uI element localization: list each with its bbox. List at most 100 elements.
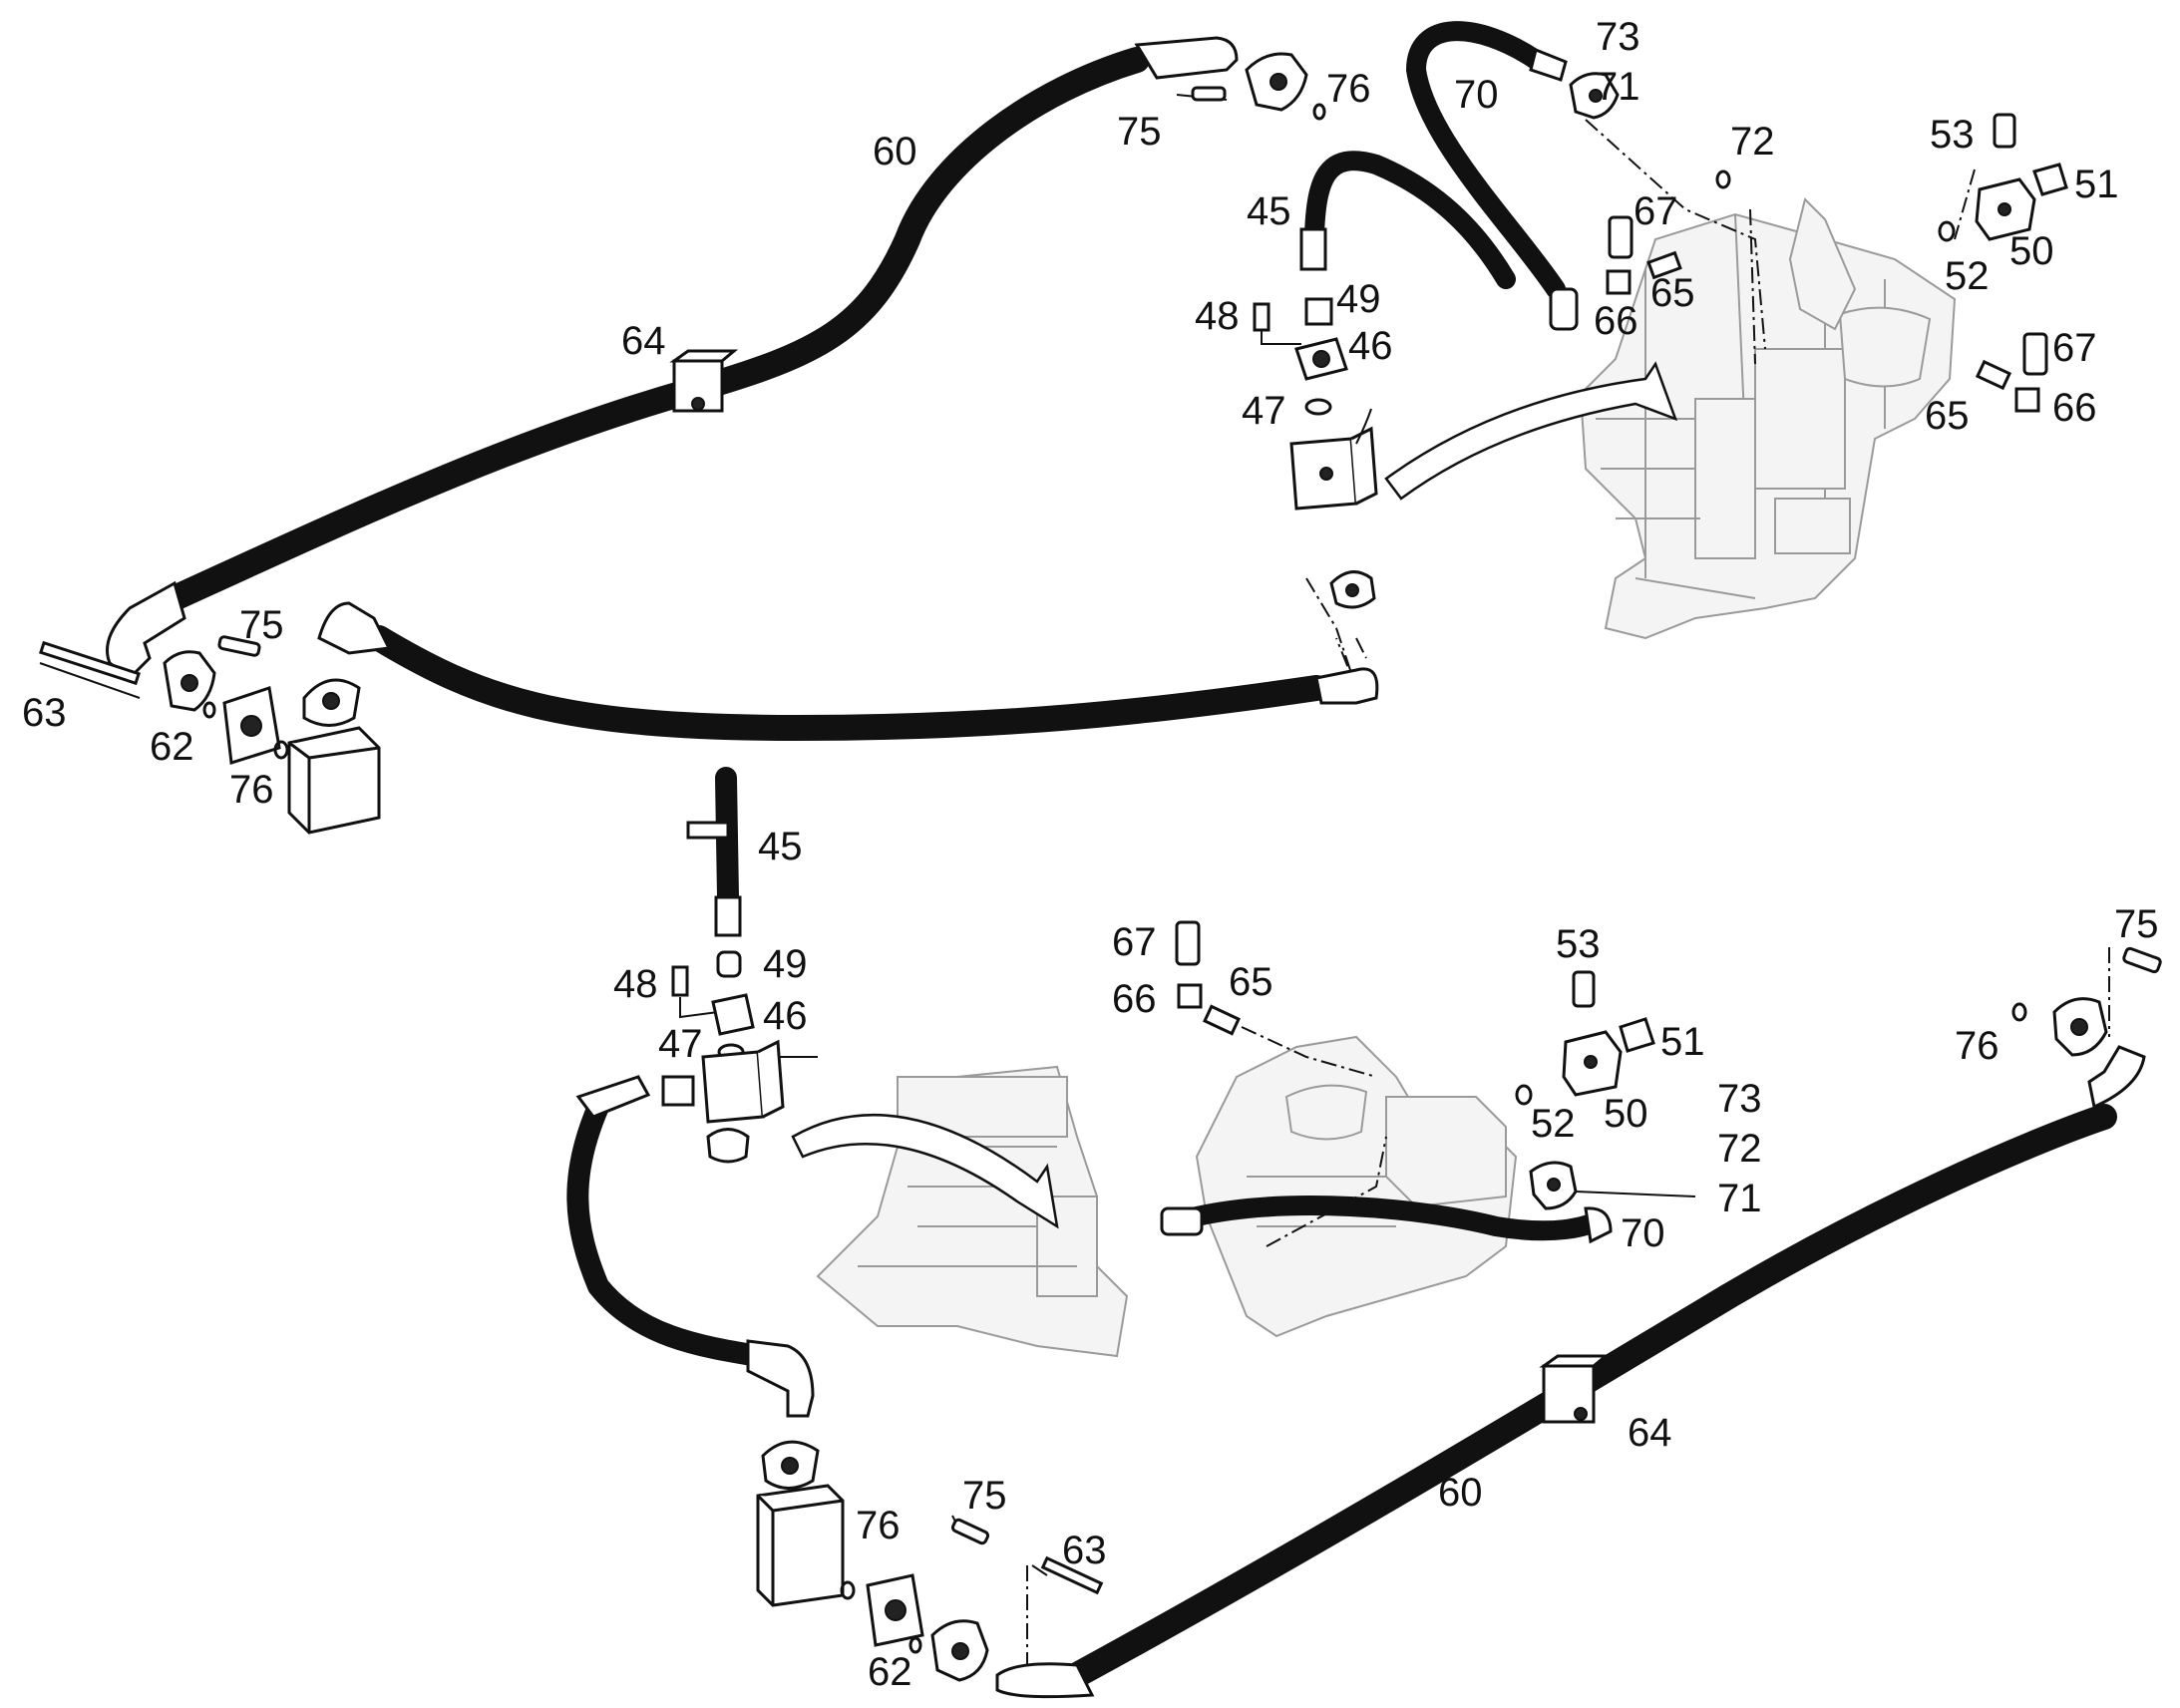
lower-left-block-62: [866, 1573, 924, 1647]
lower-center-clamp-46: [711, 993, 755, 1036]
upper-center-valve-block: [1289, 408, 1378, 511]
callout-lower-left-flange-62: 62: [868, 1650, 912, 1694]
upper-right-block-50: [1975, 177, 2036, 241]
callout-lower-center-screw-48: 48: [613, 962, 658, 1006]
upper-right-sensor-67a: [1608, 215, 1634, 259]
upper-right-elbow-66b: [2014, 387, 2040, 413]
callout-upper-left-flange-62: 62: [150, 725, 194, 769]
callout-upper-right-73: 73: [1596, 15, 1640, 59]
upper-lower-hose: [317, 601, 1379, 741]
callout-upper-right-adapter-65b: 65: [1925, 394, 1970, 438]
callout-lower-left-bolt-63: 63: [1062, 1529, 1107, 1572]
callout-upper-right-seal-52: 52: [1945, 254, 1990, 298]
lower-center-fitting-53: [1572, 970, 1596, 1008]
callout-upper-bolt-75: 75: [1117, 110, 1162, 154]
upper-right-oring-72: [1715, 170, 1731, 189]
callout-lower-left-bolt-75: 75: [962, 1474, 1007, 1518]
upper-right-adapter-65b: [1975, 359, 2012, 391]
callout-upper-right-fitting-53: 53: [1930, 113, 1975, 157]
lower-center-nipple-49: [716, 950, 742, 978]
callout-lower-center-71: 71: [1717, 1177, 1762, 1220]
callout-upper-center-oring-47: 47: [1242, 389, 1286, 433]
lower-center-screw-48: [671, 965, 719, 1019]
callout-upper-clamp-64: 64: [621, 319, 666, 363]
callout-lower-left-oring-76: 76: [856, 1504, 901, 1547]
callout-lower-right-hose-60: 60: [1438, 1471, 1483, 1515]
upper-right-flange-62-pair: [1245, 52, 1308, 112]
callout-lower-center-elbow-66: 66: [1112, 977, 1157, 1021]
lower-center-cap-51: [1619, 1017, 1655, 1053]
lower-center-seal-52: [1515, 1084, 1533, 1106]
lower-left-bolt-75: [950, 1515, 990, 1545]
upper-oring-76: [1312, 103, 1326, 121]
callout-lower-center-cap-51: 51: [1660, 1020, 1705, 1064]
callout-upper-right-hose-70: 70: [1454, 73, 1499, 117]
callout-lower-center-sensor-67: 67: [1112, 920, 1157, 964]
lower-left-hose: [566, 1075, 815, 1418]
callout-upper-right-72: 72: [1730, 120, 1775, 164]
lower-clamp-64: [1539, 1354, 1611, 1424]
callout-upper-right-71: 71: [1596, 65, 1640, 109]
lower-center-adapter-65: [1203, 1004, 1241, 1036]
callout-labels: 60 64 75 76 75 63 62 76 45 48 49 46 47 7…: [22, 15, 2159, 1694]
upper-right-hose-70: [1406, 21, 1579, 331]
callout-lower-center-73: 73: [1717, 1077, 1762, 1121]
lower-left-valve-block: [756, 1440, 845, 1607]
upper-left-valve-block: [287, 678, 381, 835]
callout-upper-right-sensor-67a: 67: [1634, 189, 1678, 233]
callout-upper-right-adapter-65a: 65: [1650, 271, 1695, 315]
upper-right-cap-51: [2032, 163, 2068, 196]
upper-right-adapter-65a: [1646, 250, 1682, 280]
upper-center-oring-47: [1304, 398, 1332, 416]
lower-center-elbow-66: [1177, 983, 1203, 1009]
callout-upper-right-elbow-66b: 66: [2052, 386, 2097, 430]
callout-upper-right-cap-51: 51: [2074, 163, 2119, 206]
upper-left-long-bolt-63: [39, 640, 141, 699]
upper-center-hose-45: [1299, 151, 1516, 289]
callout-upper-right-elbow-66a: 66: [1594, 299, 1638, 343]
callout-upper-center-hose-45: 45: [1247, 189, 1291, 233]
upper-center-clamp-46: [1294, 297, 1348, 381]
lower-right-bolt-75: [2122, 946, 2162, 974]
upper-bolt-75: [1176, 86, 1228, 102]
lower-center-sensor-67: [1175, 920, 1201, 966]
lower-arrow-band: [791, 1113, 1059, 1229]
callout-upper-center-clamp-46: 46: [1348, 324, 1393, 368]
upper-arrow-band: [1384, 361, 1678, 501]
assembly-center-lines: [1026, 119, 2110, 1665]
callout-lower-right-bolt-75: 75: [2114, 902, 2159, 946]
upper-right-elbow-66a: [1606, 269, 1632, 295]
callout-upper-right-sensor-67b: 67: [2052, 326, 2097, 370]
callout-upper-center-screw-48: 48: [1195, 294, 1240, 338]
callout-lower-right-clamp-64: 64: [1628, 1411, 1672, 1455]
callout-upper-left-bolt-75: 75: [239, 603, 284, 647]
lower-center-machine-frame: [816, 1065, 1129, 1358]
callout-upper-right-block-50: 50: [2009, 229, 2054, 273]
lower-right-oring-76: [2011, 1002, 2027, 1022]
upper-left-oring-2: [273, 740, 289, 760]
upper-hose-60: [106, 36, 1239, 680]
lower-left-oring-2: [908, 1636, 922, 1654]
lower-center-flange-71: [1529, 1161, 1696, 1210]
upper-center-screw-48: [1253, 302, 1301, 345]
upper-right-machine-frame: [1579, 197, 1957, 640]
callout-lower-center-nipple-49: 49: [763, 942, 808, 986]
upper-right-fitting-53: [1993, 113, 2016, 149]
callout-upper-left-oring-76: 76: [229, 768, 274, 812]
callout-upper-hose-60: 60: [873, 130, 917, 173]
callout-lower-center-seal-52: 52: [1531, 1102, 1576, 1146]
callout-lower-center-oring-47: 47: [658, 1022, 703, 1066]
callout-lower-center-hose-45: 45: [758, 825, 803, 868]
upper-center-coupling: [1329, 570, 1376, 609]
callout-upper-left-bolt-63: 63: [22, 691, 67, 735]
callout-lower-center-adapter-65: 65: [1229, 960, 1273, 1004]
lower-right-hose-60: [995, 1045, 2146, 1699]
callout-lower-center-block-50: 50: [1604, 1092, 1648, 1136]
lower-left-flange-62: [930, 1619, 989, 1682]
upper-left-oring-76: [202, 701, 216, 719]
callout-lower-right-oring-76: 76: [1955, 1024, 1999, 1068]
upper-right-flange-71: [1569, 72, 1620, 120]
lower-center-block-50: [1562, 1030, 1623, 1097]
lower-right-machine-frame: [1195, 1035, 1518, 1338]
callout-upper-center-nipple-49: 49: [1336, 277, 1381, 321]
